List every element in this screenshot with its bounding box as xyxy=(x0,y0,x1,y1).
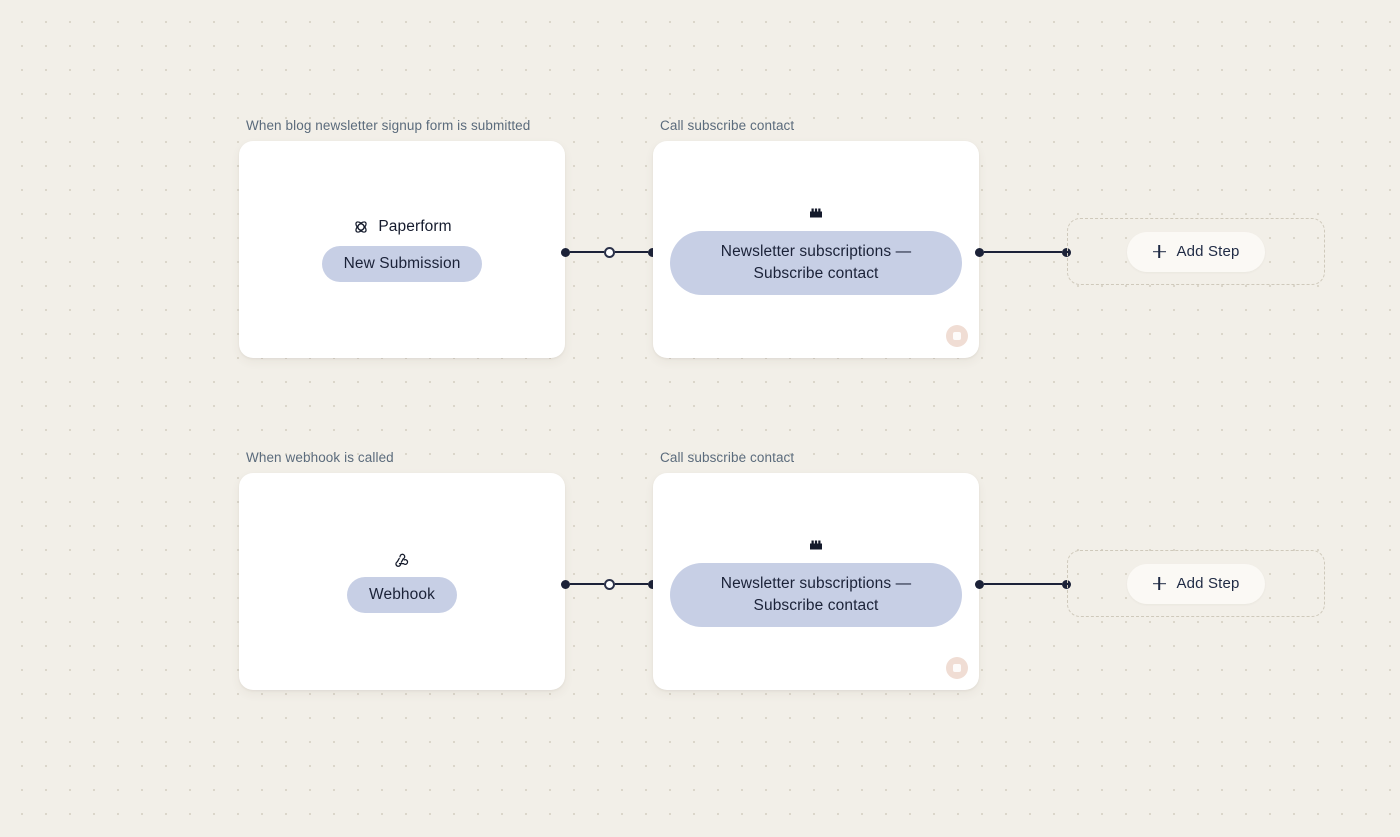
app-identity: Paperform xyxy=(352,217,452,236)
trigger-node-webhook[interactable]: When webhook is called Webhook xyxy=(239,450,565,690)
connector-trigger-to-action[interactable] xyxy=(561,578,657,590)
add-step-label: Add Step xyxy=(1176,575,1240,592)
add-step-label: Add Step xyxy=(1176,243,1240,260)
connector-dot-start xyxy=(975,247,984,257)
add-step-button[interactable]: Add Step xyxy=(1126,563,1266,604)
connector-line xyxy=(570,583,604,585)
action-node-subscribe[interactable]: Call subscribe contact Newsletter subscr… xyxy=(653,450,979,690)
trigger-label: When blog newsletter signup form is subm… xyxy=(246,118,531,133)
connector-add-handle[interactable] xyxy=(603,246,615,258)
connector-dot-end xyxy=(1062,579,1071,589)
connector-line xyxy=(984,583,1062,585)
connector-dot-end xyxy=(648,247,657,257)
connector-dot-end xyxy=(1062,247,1071,257)
stop-square-icon xyxy=(953,664,961,672)
trigger-node-paperform[interactable]: When blog newsletter signup form is subm… xyxy=(239,118,565,358)
plus-icon xyxy=(1153,245,1166,258)
connector-line xyxy=(614,251,648,253)
trigger-event-pill[interactable]: Webhook xyxy=(347,577,457,613)
connector-dot-start xyxy=(561,579,570,589)
status-badge[interactable] xyxy=(946,657,968,679)
connector-add-handle[interactable] xyxy=(603,578,615,590)
action-event-pill[interactable]: Newsletter subscriptions — Subscribe con… xyxy=(670,563,962,627)
action-card[interactable]: Newsletter subscriptions — Subscribe con… xyxy=(653,141,979,358)
connector-line xyxy=(984,251,1062,253)
connector-dot-start xyxy=(975,579,984,589)
brick-icon xyxy=(810,540,822,550)
action-node-subscribe[interactable]: Call subscribe contact Newsletter subscr… xyxy=(653,118,979,358)
trigger-card[interactable]: Webhook xyxy=(239,473,565,690)
action-event-pill[interactable]: Newsletter subscriptions — Subscribe con… xyxy=(670,231,962,295)
stop-square-icon xyxy=(953,332,961,340)
webhook-icon xyxy=(395,553,409,567)
connector-dot-start xyxy=(561,247,570,257)
connector-line xyxy=(570,251,604,253)
trigger-card[interactable]: Paperform New Submission xyxy=(239,141,565,358)
trigger-event-pill[interactable]: New Submission xyxy=(321,245,483,282)
action-card[interactable]: Newsletter subscriptions — Subscribe con… xyxy=(653,473,979,690)
brick-icon xyxy=(810,208,822,218)
add-step-button[interactable]: Add Step xyxy=(1126,231,1266,272)
connector-dot-end xyxy=(648,579,657,589)
connector-action-to-addstep[interactable] xyxy=(975,579,1071,589)
paperform-icon xyxy=(355,220,368,233)
connector-line xyxy=(614,583,648,585)
action-label: Call subscribe contact xyxy=(660,450,795,465)
connector-trigger-to-action[interactable] xyxy=(561,246,657,258)
action-label: Call subscribe contact xyxy=(660,118,795,133)
plus-icon xyxy=(1153,577,1166,590)
trigger-label: When webhook is called xyxy=(246,450,394,465)
add-step-slot[interactable]: Add Step xyxy=(1067,218,1325,285)
add-step-slot[interactable]: Add Step xyxy=(1067,550,1325,617)
status-badge[interactable] xyxy=(946,325,968,347)
app-name: Paperform xyxy=(378,217,452,235)
connector-action-to-addstep[interactable] xyxy=(975,247,1071,257)
